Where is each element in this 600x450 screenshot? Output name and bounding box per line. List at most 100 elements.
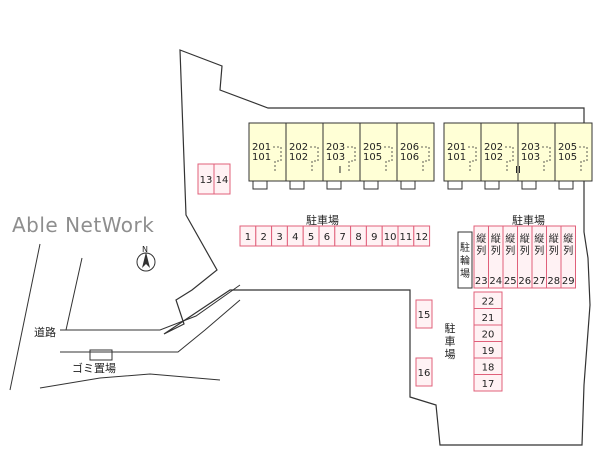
parking-space-number: 25 bbox=[504, 276, 517, 287]
stair-outline bbox=[505, 146, 514, 173]
unit-number-lower: 101 bbox=[447, 152, 466, 163]
unit-number-upper: 205 bbox=[558, 142, 577, 153]
stair-outline bbox=[310, 146, 319, 173]
parking-space-3: 3 bbox=[271, 225, 288, 247]
entrance-step bbox=[447, 180, 463, 190]
entrance-step bbox=[252, 180, 268, 190]
parking-space-2: 2 bbox=[255, 225, 273, 247]
bike-parking-label: 駐輪場 bbox=[460, 241, 470, 280]
parking-space-number: 27 bbox=[533, 276, 546, 287]
unit-number-upper: 206 bbox=[400, 142, 419, 153]
unit-number-lower: 103 bbox=[521, 152, 540, 163]
parking-space-number: 22 bbox=[482, 296, 495, 307]
unit-number-lower: 106 bbox=[400, 152, 419, 163]
unit-number-lower: 105 bbox=[363, 152, 382, 163]
parking-label-main: 駐車場 bbox=[306, 213, 339, 227]
tandem-mark: 縦 bbox=[476, 232, 486, 245]
parking-space-number: 23 bbox=[475, 276, 488, 287]
unit-number-upper: 205 bbox=[363, 142, 382, 153]
parking-space-number: 3 bbox=[276, 232, 282, 243]
tandem-mark: 縦 bbox=[563, 232, 573, 245]
tandem-mark: 縦 bbox=[549, 232, 559, 245]
road-edge-right bbox=[65, 257, 83, 331]
unit-block bbox=[359, 122, 398, 182]
parking-space-12: 12 bbox=[413, 225, 431, 247]
unit-block bbox=[285, 122, 324, 182]
building-name: II bbox=[515, 165, 521, 176]
stair-outline bbox=[468, 146, 477, 173]
garbage-label: ゴミ置場 bbox=[72, 361, 116, 375]
entrance-step bbox=[484, 180, 500, 190]
parking-space-number: 14 bbox=[216, 175, 229, 186]
parking-space-15: 15 bbox=[415, 299, 433, 329]
parking-space-14: 14 bbox=[213, 163, 231, 195]
parking-space-5: 5 bbox=[302, 225, 320, 247]
north-label: N bbox=[142, 245, 148, 254]
parking-space-29 bbox=[560, 225, 576, 289]
label-char: 駐 bbox=[460, 241, 470, 254]
unit-block bbox=[248, 122, 287, 182]
parking-space-16: 16 bbox=[415, 357, 433, 387]
parking-space-number: 20 bbox=[482, 329, 495, 340]
unit-number-upper: 202 bbox=[289, 142, 308, 153]
bike-parking-area bbox=[457, 231, 473, 289]
unit-block bbox=[396, 122, 435, 182]
stair-outline bbox=[273, 146, 282, 173]
parking-space-number: 1 bbox=[245, 232, 251, 243]
label-char: 輪 bbox=[460, 254, 470, 267]
parking-space-outline bbox=[473, 374, 503, 392]
access-road-line-2 bbox=[60, 299, 241, 353]
parking-space-number: 26 bbox=[518, 276, 531, 287]
stair-outline bbox=[542, 146, 551, 173]
label-char: 駐 bbox=[445, 321, 456, 335]
parking-space-10: 10 bbox=[381, 225, 399, 247]
parking-space-6: 6 bbox=[318, 225, 336, 247]
entrance-step bbox=[289, 180, 305, 190]
parking-space-number: 6 bbox=[324, 232, 330, 243]
unit-number-upper: 201 bbox=[252, 142, 271, 153]
tandem-mark: 列 bbox=[520, 244, 530, 257]
parking-space-19: 19 bbox=[473, 341, 503, 359]
road-label: 道路 bbox=[34, 325, 56, 339]
unit-number-lower: 102 bbox=[484, 152, 503, 163]
parking-label-right: 駐車場 bbox=[512, 213, 545, 227]
watermark: Able NetWork bbox=[12, 213, 155, 237]
parking-space-outline bbox=[560, 225, 576, 289]
entrance-step bbox=[521, 180, 537, 190]
parking-space-13: 13 bbox=[197, 163, 215, 195]
tandem-mark: 列 bbox=[563, 244, 573, 257]
tandem-mark: 列 bbox=[549, 244, 559, 257]
unit-number-upper: 203 bbox=[326, 142, 345, 153]
stair-outline bbox=[347, 146, 356, 173]
unit-number-lower: 101 bbox=[252, 152, 271, 163]
unit-number-upper: 202 bbox=[484, 142, 503, 153]
parking-space-11: 11 bbox=[397, 225, 415, 247]
parking-space-number: 10 bbox=[384, 232, 397, 243]
site-boundary bbox=[163, 49, 591, 446]
parking-space-number: 4 bbox=[292, 232, 298, 243]
unit-block bbox=[322, 122, 361, 182]
road-edge-bottom bbox=[39, 373, 221, 389]
parking-space-outline bbox=[415, 299, 433, 329]
parking-space-18: 18 bbox=[473, 357, 503, 375]
entrance-step bbox=[558, 180, 574, 190]
unit-block bbox=[480, 122, 519, 182]
parking-space-20: 20 bbox=[473, 324, 503, 342]
unit-number-lower: 105 bbox=[558, 152, 577, 163]
parking-space-outline bbox=[413, 225, 431, 247]
parking-space-number: 7 bbox=[340, 232, 346, 243]
entrance-step bbox=[326, 180, 342, 190]
entrance-step bbox=[363, 180, 379, 190]
entrance-step bbox=[400, 180, 416, 190]
parking-space-22: 22 bbox=[473, 291, 503, 309]
tandem-mark: 縦 bbox=[491, 232, 501, 245]
